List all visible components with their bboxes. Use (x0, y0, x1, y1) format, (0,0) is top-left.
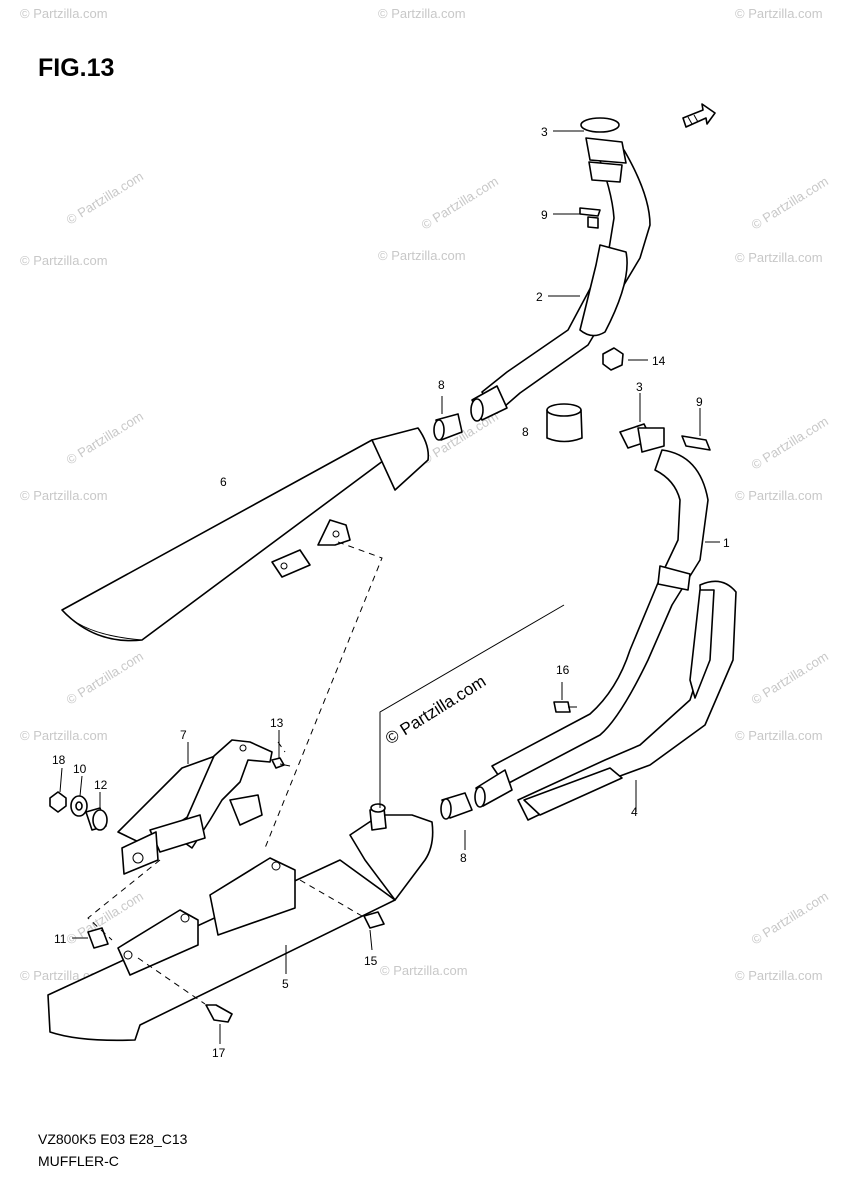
bolt-15 (363, 911, 385, 929)
watermark-text: © Partzilla.com (380, 963, 468, 978)
callout-4: 4 (631, 805, 638, 819)
watermark-text: © Partzilla.com (749, 413, 831, 472)
callout-3-top: 3 (541, 125, 548, 139)
watermark-text: © Partzilla.com (20, 253, 108, 268)
watermark-text: © Partzilla.com (735, 728, 823, 743)
callout-16: 16 (556, 663, 570, 677)
figure-title: FIG.13 (38, 54, 115, 82)
model-code: VZ800K5 E03 E28_C13 (38, 1131, 188, 1147)
watermark-text: © Partzilla.com (749, 173, 831, 232)
washer-10 (70, 795, 88, 817)
bolt-17 (205, 1004, 233, 1023)
bolt-16 (553, 701, 577, 713)
gasket-upper-right (546, 403, 583, 443)
watermark-text: © Partzilla.com (735, 968, 823, 983)
section-name: MUFFLER-C (38, 1153, 119, 1169)
muffler-bracket (117, 739, 273, 875)
callout-15: 15 (364, 954, 378, 968)
callout-2: 2 (536, 290, 543, 304)
bolt-9-top (579, 207, 601, 229)
cushion-12 (85, 807, 108, 831)
callout-1: 1 (723, 536, 730, 550)
watermark-text: © Partzilla.com (64, 168, 146, 227)
nut-18 (49, 791, 67, 813)
watermark-text: © Partzilla.com (735, 488, 823, 503)
callout-12: 12 (94, 778, 108, 792)
callout-18: 18 (52, 753, 66, 767)
exhaust-pipe-front (474, 449, 709, 808)
watermark-text: © Partzilla.com (378, 6, 466, 21)
clamp-ring-front (619, 423, 665, 453)
clamp-ring-top (580, 117, 620, 133)
watermark-text: © Partzilla.com (419, 173, 501, 232)
watermark-text: © Partzilla.com (20, 6, 108, 21)
watermark-text: © Partzilla.com (378, 248, 466, 263)
leader-lines (59, 130, 720, 1044)
exhaust-pipe-rear (470, 137, 651, 422)
watermark-text: © Partzilla.com (64, 648, 146, 707)
muffler-upper (61, 427, 430, 642)
muffler-lower (47, 803, 434, 1042)
callout-7: 7 (180, 728, 187, 742)
callout-6: 6 (220, 475, 227, 489)
cushion-11 (87, 927, 109, 949)
bolt-13 (271, 757, 291, 769)
watermark-text: © Partzilla.com (20, 488, 108, 503)
watermark-text: © Partzilla.com (382, 672, 489, 749)
callout-9-top: 9 (541, 208, 548, 222)
gasket-lower (440, 792, 473, 820)
assembly-dashed-lines (87, 541, 383, 1005)
front-direction-arrow-icon (682, 103, 716, 128)
callout-9-front: 9 (696, 395, 703, 409)
callout-17: 17 (212, 1046, 226, 1060)
watermark-text: © Partzilla.com (749, 888, 831, 947)
callout-10: 10 (73, 762, 87, 776)
watermark-text: © Partzilla.com (20, 728, 108, 743)
nut-14 (602, 347, 624, 371)
watermark-text: © Partzilla.com (64, 408, 146, 467)
heat-shield (517, 580, 737, 821)
callout-8-lower: 8 (460, 851, 467, 865)
watermark-text: © Partzilla.com (749, 648, 831, 707)
bolt-9-front (681, 435, 711, 451)
callout-11: 11 (54, 932, 67, 946)
callout-14: 14 (652, 354, 666, 368)
callouts: 3 9 2 14 8 3 9 8 6 1 16 7 13 18 10 12 4 … (52, 125, 730, 1060)
callout-8-left: 8 (438, 378, 445, 392)
gasket-upper-left (433, 413, 463, 441)
callout-13: 13 (270, 716, 284, 730)
callout-3-front: 3 (636, 380, 643, 394)
watermark-text: © Partzilla.com (735, 6, 823, 21)
watermark-text: © Partzilla.com (735, 250, 823, 265)
callout-5: 5 (282, 977, 289, 991)
callout-8-right: 8 (522, 425, 529, 439)
